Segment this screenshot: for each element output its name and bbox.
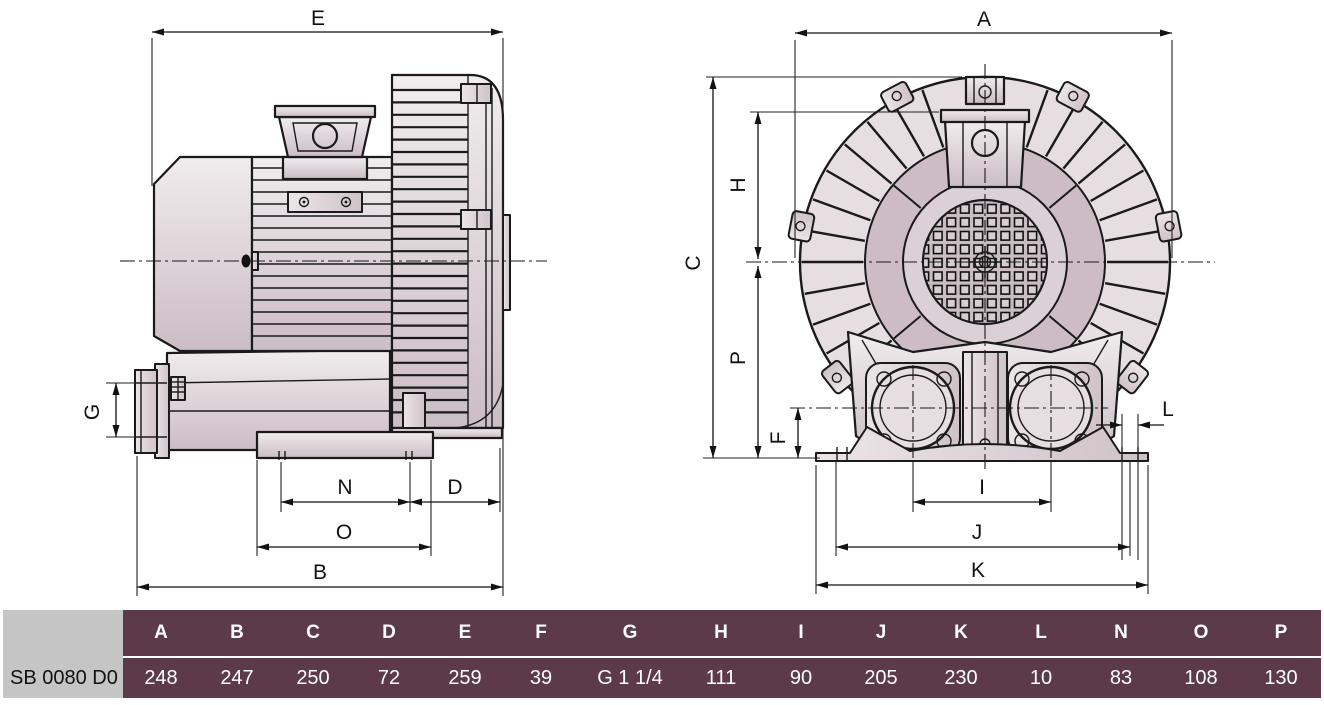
table-value-cell: 230 [921, 658, 1001, 698]
table-header-cell: B [199, 610, 275, 656]
dimension-B: B [136, 456, 503, 596]
table-value-cell: G 1 1/4 [579, 658, 681, 698]
table-value-cell: 108 [1161, 658, 1241, 698]
table-value-cell: 39 [503, 658, 579, 698]
table-value-cell: 247 [199, 658, 275, 698]
dimensional-drawing: E G N D O B [81, 7, 1215, 596]
dimension-P: P [727, 266, 762, 458]
table-value-cell: 259 [427, 658, 503, 698]
blower-housing-side [390, 73, 511, 440]
table-header-cell: C [275, 610, 351, 656]
dim-label-I: I [979, 476, 985, 499]
side-view: E G N D O B [81, 7, 547, 596]
table-header-cell: K [921, 610, 1001, 656]
discharge-flange-edge [502, 214, 511, 311]
table-header-cell: J [841, 610, 921, 656]
table-header-cell: N [1081, 610, 1161, 656]
table-header-cell: A [123, 610, 199, 656]
table-value-cell: 130 [1241, 658, 1321, 698]
table-value-cell: 248 [123, 658, 199, 698]
dimension-A: A [794, 8, 1173, 258]
cable-gland [311, 122, 339, 150]
housing-foot-block [402, 392, 426, 429]
table-value-cell: 90 [761, 658, 841, 698]
dim-label-J: J [972, 521, 983, 544]
table-value-cell: 205 [841, 658, 921, 698]
dimension-H: H [727, 111, 939, 259]
terminal-box-side [273, 104, 377, 181]
front-view: A C H P F L [682, 8, 1215, 594]
lifting-eyes [787, 81, 1183, 395]
dim-label-L: L [1162, 398, 1174, 421]
dimension-O: O [256, 460, 432, 556]
table-value-cell: 72 [351, 658, 427, 698]
dimension-C: C [682, 76, 962, 459]
dimension-F: F [767, 408, 802, 458]
dimension-I: I [912, 462, 1052, 512]
dim-label-B: B [313, 561, 327, 584]
dim-label-G: G [81, 404, 104, 420]
table-header-cell: F [503, 610, 579, 656]
table-header-cell: E [427, 610, 503, 656]
dim-label-H: H [727, 177, 750, 192]
dim-label-F: F [767, 432, 790, 445]
dim-label-N: N [337, 476, 352, 499]
table-header-cell: G [579, 610, 681, 656]
table-header-cell: L [1001, 610, 1081, 656]
ring-spokes [893, 184, 1077, 340]
dim-label-K: K [971, 559, 985, 582]
table-value-cell: 250 [275, 658, 351, 698]
dim-label-A: A [977, 8, 991, 31]
mounting-foot-side [255, 430, 435, 460]
table-header-cell: D [351, 610, 427, 656]
dimension-G: G [81, 382, 136, 438]
dimension-D: D [410, 448, 501, 512]
table-value-cell: 10 [1001, 658, 1081, 698]
table-header-cell: I [761, 610, 841, 656]
thread-symbol [170, 376, 186, 401]
model-cell: SB 0080 D0 [3, 610, 123, 698]
dim-label-D: D [447, 476, 462, 499]
dim-label-O: O [336, 521, 352, 544]
table-value-cell: 83 [1081, 658, 1161, 698]
inlet-port [134, 363, 186, 459]
motor [152, 155, 394, 353]
table-header-cell: O [1161, 610, 1241, 656]
housing-ribs [393, 88, 468, 414]
dimension-K: K [815, 465, 1149, 594]
dimension-L: L [1096, 398, 1174, 560]
dimension-J: J [835, 462, 1131, 556]
dimensions-table: SB 0080 D0 A B C D E F G H I J K L N O P… [3, 610, 1321, 698]
table-header-cell: H [681, 610, 761, 656]
dim-label-P: P [727, 351, 750, 365]
dim-label-E: E [311, 7, 325, 30]
table-value-cell: 111 [681, 658, 761, 698]
table-header-cell: P [1241, 610, 1321, 656]
dimension-E: E [151, 7, 504, 596]
clamp-tab [460, 83, 492, 104]
clamp-tab [460, 209, 492, 230]
dimension-N: N [280, 462, 411, 512]
dim-label-C: C [682, 255, 705, 270]
